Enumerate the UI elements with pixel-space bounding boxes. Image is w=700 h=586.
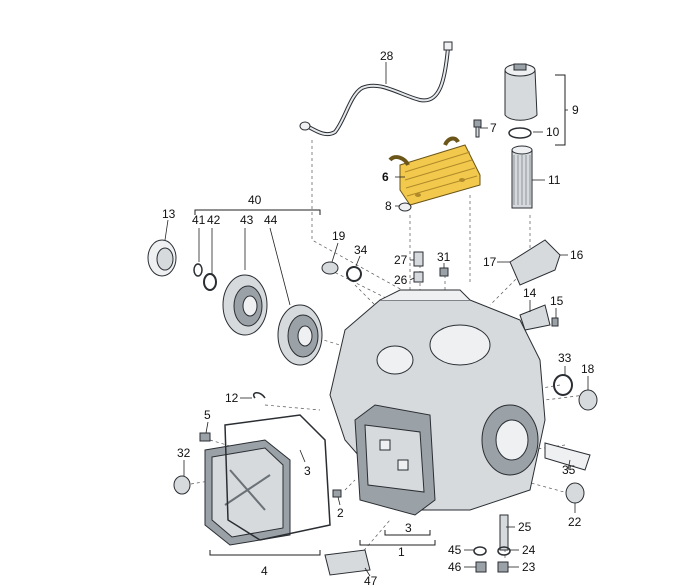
callout-46: 46: [448, 560, 462, 574]
callout-15: 15: [550, 294, 564, 308]
callout-13: 13: [162, 207, 176, 221]
callout-labels: 28 7 9 10 6 11 8 40 13 41 42 43 44 19 34…: [162, 49, 595, 586]
callout-23: 23: [522, 560, 536, 574]
callout-3-lower: 3: [405, 521, 412, 535]
clutch-group: [147, 239, 323, 366]
callout-44: 44: [264, 213, 278, 227]
leader-lines: [164, 62, 589, 577]
callout-5: 5: [204, 408, 211, 422]
callout-31: 31: [437, 250, 451, 264]
callout-6: 6: [382, 170, 389, 184]
callout-47: 47: [364, 574, 378, 586]
small-parts: [173, 239, 598, 576]
callout-14: 14: [523, 286, 537, 300]
callout-17: 17: [483, 255, 497, 269]
oil-pan: [204, 414, 331, 546]
callout-8: 8: [385, 199, 392, 213]
callout-41: 41: [192, 213, 206, 227]
callout-3-upper: 3: [304, 464, 311, 478]
callout-22: 22: [568, 515, 582, 529]
callout-33: 33: [558, 351, 572, 365]
callout-25: 25: [518, 520, 532, 534]
callout-34: 34: [354, 243, 368, 257]
filter-assembly: [504, 63, 538, 209]
callout-45: 45: [448, 543, 462, 557]
callout-42: 42: [207, 213, 221, 227]
callout-43: 43: [240, 213, 254, 227]
seal-ring: [398, 202, 412, 212]
callout-12: 12: [225, 391, 239, 405]
callout-1: 1: [398, 545, 405, 559]
bolt-upper: [473, 119, 482, 138]
oil-pipe: [299, 41, 453, 137]
callout-16: 16: [570, 248, 584, 262]
oil-cooler: [388, 136, 481, 206]
callout-19: 19: [332, 229, 346, 243]
callout-18: 18: [581, 362, 595, 376]
callout-4: 4: [261, 564, 268, 578]
callout-28: 28: [380, 49, 394, 63]
callout-9: 9: [572, 103, 579, 117]
callout-24: 24: [522, 543, 536, 557]
callout-2: 2: [337, 506, 344, 520]
mechatronic-unit: [354, 404, 436, 516]
callout-27: 27: [394, 253, 408, 267]
callout-35: 35: [562, 463, 576, 477]
callout-26: 26: [394, 273, 408, 287]
callout-40: 40: [248, 193, 262, 207]
callout-7: 7: [490, 121, 497, 135]
callout-10: 10: [546, 125, 560, 139]
callout-11: 11: [548, 173, 561, 187]
callout-32: 32: [177, 446, 191, 460]
